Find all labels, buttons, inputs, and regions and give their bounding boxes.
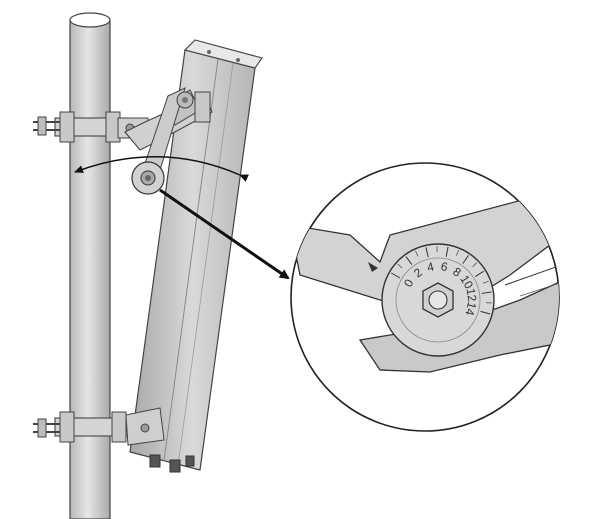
dial-tick (445, 246, 449, 257)
dial-tick (425, 247, 429, 258)
dial-tick (390, 272, 401, 279)
mounting-pole (69, 12, 111, 519)
tilt-bracket-arm (124, 87, 213, 173)
dial-tick (462, 255, 469, 264)
callout-arrow (159, 188, 290, 280)
dial-tick (481, 291, 492, 294)
dial-scale-label: 4 (426, 259, 436, 274)
dial-tick (474, 270, 484, 278)
dial-minor-tick (472, 262, 478, 267)
dial-minor-tick (397, 263, 403, 269)
dial-scale-label: 14 (462, 300, 479, 317)
dial-minor-tick (482, 280, 489, 284)
dial-tick (405, 256, 413, 265)
upper-clamp (33, 111, 149, 143)
lower-clamp (33, 407, 165, 446)
dial-minor-tick (415, 250, 419, 257)
dial-minor-tick (455, 249, 460, 256)
tilt-range-arc (74, 156, 249, 182)
antenna-panel (129, 39, 263, 473)
dial-tick (480, 310, 491, 315)
tilt-dial-small (131, 161, 165, 195)
dial-scale-label: 12 (464, 287, 480, 303)
dial-scale-label: 6 (440, 259, 449, 274)
